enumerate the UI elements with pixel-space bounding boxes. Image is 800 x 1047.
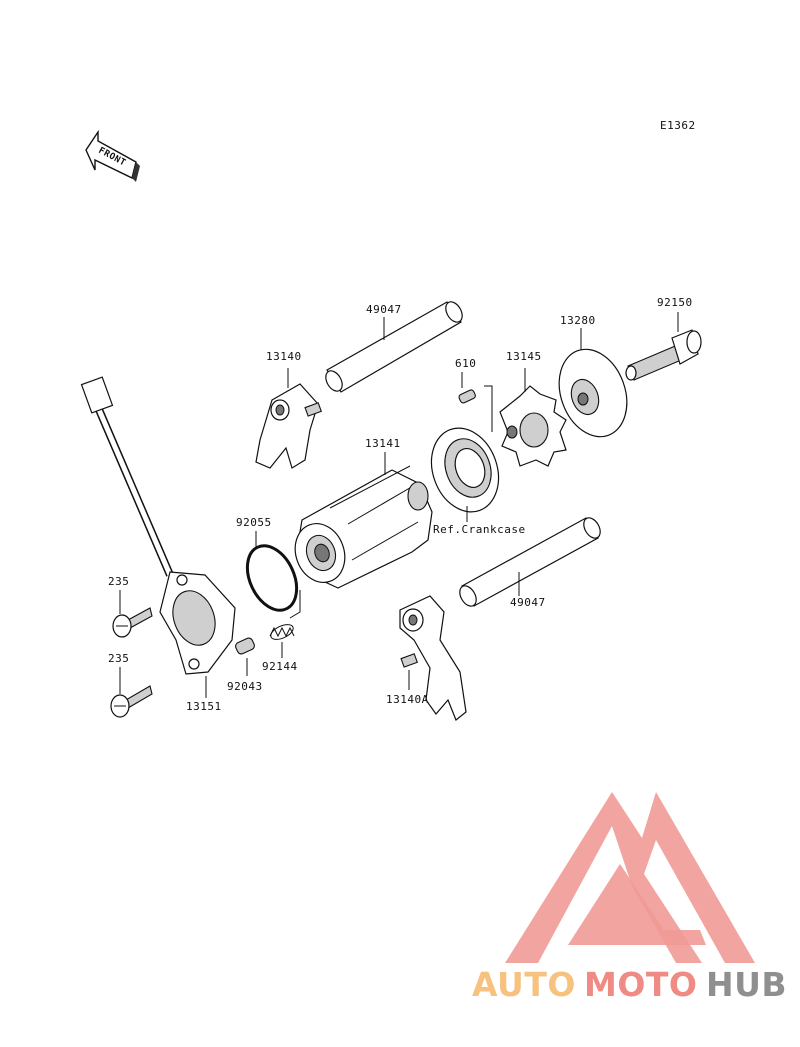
label-610: 610 (455, 357, 476, 370)
label-235-bottom: 235 (108, 652, 129, 665)
label-13151: 13151 (186, 700, 222, 713)
automotohub-logo: AUTO MOTO HUB (472, 792, 787, 1004)
label-13140A: 13140A (386, 693, 429, 706)
ref-crankcase-note: Ref.Crankcase (433, 523, 526, 536)
label-13280: 13280 (560, 314, 596, 327)
label-92055: 92055 (236, 516, 272, 529)
front-arrow-icon: FRONT (85, 129, 140, 182)
bolt-92150 (625, 329, 702, 381)
shift-fork-13140A (399, 595, 467, 721)
sensor-13151 (80, 376, 236, 675)
bearing (430, 427, 500, 513)
pin-92043 (235, 637, 255, 655)
shift-fork-13140 (255, 383, 322, 469)
label-92043: 92043 (227, 680, 263, 693)
plate-13280 (558, 348, 628, 438)
leader-610-b (484, 385, 493, 432)
spring-92144 (269, 624, 295, 640)
label-49047-top: 49047 (366, 303, 402, 316)
diagram-code: E1362 (660, 119, 696, 132)
label-13140: 13140 (266, 350, 302, 363)
pin-610 (458, 389, 476, 404)
label-92150: 92150 (657, 296, 693, 309)
logo-word-auto: AUTO (472, 965, 576, 1004)
logo-word-moto: MOTO (584, 965, 697, 1004)
label-235-top: 235 (108, 575, 129, 588)
label-92144: 92144 (262, 660, 298, 673)
label-49047-bottom: 49047 (510, 596, 546, 609)
o-ring-92055 (245, 544, 299, 612)
bolt-235-top (112, 607, 153, 638)
shift-cam-13145 (499, 385, 567, 467)
leader-92144-drum (289, 590, 301, 619)
label-13141: 13141 (365, 437, 401, 450)
shift-drum-13141 (294, 465, 433, 589)
bolt-235-bottom (110, 685, 153, 718)
logo-word-hub: HUB (706, 965, 787, 1004)
shift-rod-bottom (459, 517, 601, 607)
label-13145: 13145 (506, 350, 542, 363)
shift-rod-top (325, 301, 463, 393)
